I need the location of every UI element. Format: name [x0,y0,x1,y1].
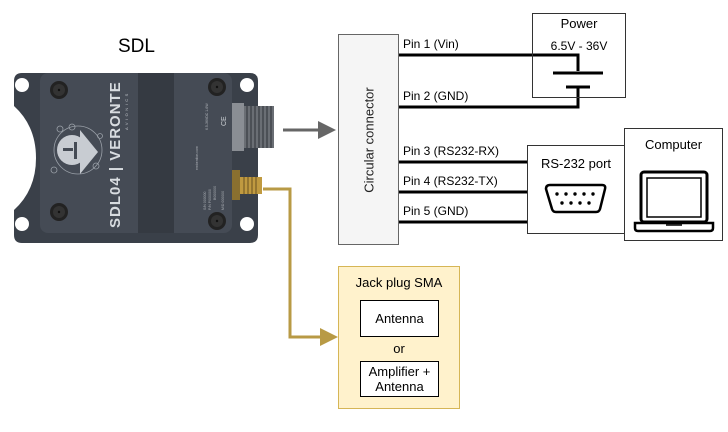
screw-icon [208,78,226,96]
mount-hole [240,78,254,92]
svg-text:M/D 000000: M/D 000000 [221,191,225,210]
rs232-port-title: RS-232 port [540,156,612,171]
antenna-option-label: Antenna [375,311,424,326]
screw-icon [208,212,226,230]
circular-connector-hardware-icon [232,103,274,151]
circular-connector-label: Circular connector [361,86,376,193]
ce-mark: CE [221,116,228,126]
device-groove [138,73,174,233]
pin5-label: Pin 5 (GND) [403,204,469,218]
device-body [40,73,232,233]
pin2-wire [399,87,580,109]
power-voltage: 6.5V - 36V [550,39,608,53]
battery-icon [553,71,603,89]
power-box [532,13,626,98]
amplifier-antenna-option-box: Amplifier + Antenna [360,361,439,397]
screw-icon [50,81,68,99]
laptop-icon [633,170,715,233]
device-brand-text: SDL04 | VERONTE [107,81,124,228]
pin1-label: Pin 1 (Vin) [403,37,459,51]
circular-connector-box: Circular connector [338,34,399,245]
pin3-label: Pin 3 (RS232-RX) [403,144,500,158]
antenna-option-box: Antenna [360,300,439,337]
power-title: Power [560,16,598,31]
rs232-port-box [527,145,625,234]
db9-connector-icon [544,183,607,214]
or-label: or [393,341,405,356]
veronte-logo-icon [50,123,103,175]
device-title: SDL [118,36,155,57]
mount-hole [240,217,254,231]
svg-text:P/N P000000: P/N P000000 [208,189,212,210]
device-brand-sub-text: AVIONICS [124,91,129,130]
device-specs-text: 6.5-36VDC 1-6W [205,103,209,130]
pin2-label: Pin 2 (GND) [403,89,469,103]
sma-antenna-arrow [263,187,338,346]
computer-box [624,128,723,241]
amplifier-antenna-label: Antenna [375,379,424,394]
pin4-label: Pin 4 (RS232-TX) [403,174,498,188]
svg-text:B000000: B000000 [213,186,217,200]
mount-hole [15,217,29,231]
computer-title: Computer [644,137,703,152]
device-to-connector-arrow [283,121,336,139]
sma-connector-hardware-icon [232,170,262,200]
sma-title: Jack plug SMA [355,275,443,290]
amplifier-label: Amplifier + [368,364,431,379]
pin1-wire [399,53,580,71]
device-website-text: embention.com [195,146,199,170]
serial-numbers: S/N 000000 P/N P000000 B000000 M/D 00000… [203,186,225,210]
screw-icon [50,203,68,221]
svg-text:S/N 000000: S/N 000000 [203,191,207,210]
mount-hole [15,78,29,92]
